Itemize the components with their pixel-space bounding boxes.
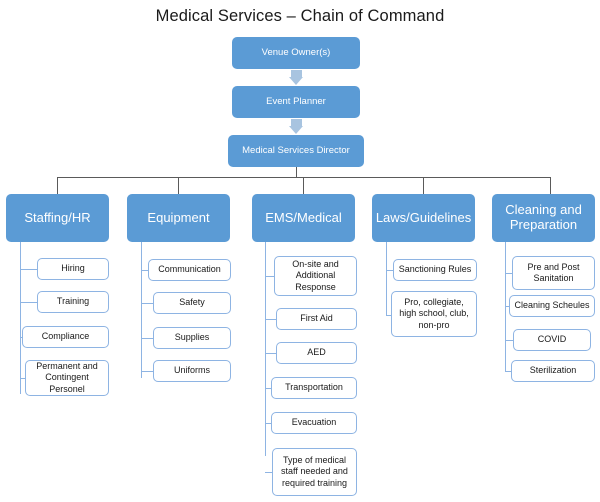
stub-5-3 bbox=[505, 340, 514, 341]
leaf-label: Communication bbox=[158, 264, 221, 275]
leaf-label: Hiring bbox=[61, 263, 85, 274]
leaf-pre-post-sanitation[interactable]: Pre and Post Sanitation bbox=[512, 256, 595, 290]
leaf-label: Permanent and Contingent Personel bbox=[36, 361, 98, 394]
stub-1-2 bbox=[20, 302, 37, 303]
node-label: Venue Owner(s) bbox=[261, 46, 331, 58]
leaf-label: Uniforms bbox=[173, 365, 210, 376]
dept-label: Cleaning and Preparation bbox=[505, 202, 582, 232]
stub-2-3 bbox=[141, 338, 155, 339]
leaf-label: Compliance bbox=[41, 331, 90, 342]
spine-col-1 bbox=[20, 242, 21, 394]
leaf-covid[interactable]: COVID bbox=[513, 329, 591, 351]
arrow-down-icon-1 bbox=[289, 77, 303, 85]
stub-3-1 bbox=[265, 276, 274, 277]
leaf-onsite-additional-response[interactable]: On-site and Additional Response bbox=[274, 256, 357, 296]
stub-3-4 bbox=[265, 388, 274, 389]
stub-3-5 bbox=[265, 423, 274, 424]
leaf-label: Pro, collegiate, high school, club, non-… bbox=[399, 297, 469, 330]
stub-2-4 bbox=[141, 371, 155, 372]
spine-col-3 bbox=[265, 242, 266, 456]
stub-3-3 bbox=[265, 353, 279, 354]
connector-drop-1 bbox=[57, 177, 58, 194]
leaf-label: Type of medical staff needed and require… bbox=[281, 455, 348, 488]
stub-5-2 bbox=[505, 306, 511, 307]
leaf-pro-collegiate-levels[interactable]: Pro, collegiate, high school, club, non-… bbox=[391, 291, 477, 337]
dept-header-equipment[interactable]: Equipment bbox=[127, 194, 230, 242]
leaf-label: Safety bbox=[179, 297, 205, 308]
stub-1-4 bbox=[20, 378, 25, 379]
leaf-cleaning-scheules[interactable]: Cleaning Scheules bbox=[509, 295, 595, 317]
connector-drop-4 bbox=[423, 177, 424, 194]
leaf-training[interactable]: Training bbox=[37, 291, 109, 313]
leaf-aed[interactable]: AED bbox=[276, 342, 357, 364]
leaf-sterilization[interactable]: Sterilization bbox=[511, 360, 595, 382]
arrow-down-icon-2 bbox=[289, 126, 303, 134]
leaf-label: COVID bbox=[537, 334, 567, 345]
dept-label: Staffing/HR bbox=[24, 209, 91, 225]
leaf-transportation[interactable]: Transportation bbox=[271, 377, 357, 399]
leaf-label: AED bbox=[307, 347, 326, 358]
leaf-label: Sterilization bbox=[529, 365, 577, 376]
leaf-label: First Aid bbox=[300, 313, 333, 324]
leaf-label: Training bbox=[56, 296, 90, 307]
dept-header-cleaning-preparation[interactable]: Cleaning and Preparation bbox=[492, 194, 595, 242]
leaf-safety[interactable]: Safety bbox=[153, 292, 231, 314]
stub-4-2 bbox=[386, 315, 395, 316]
stub-1-1 bbox=[20, 269, 37, 270]
leaf-communication[interactable]: Communication bbox=[148, 259, 231, 281]
dept-label: Laws/Guidelines bbox=[375, 209, 472, 225]
leaf-evacuation[interactable]: Evacuation bbox=[271, 412, 357, 434]
dept-label: Equipment bbox=[147, 209, 210, 225]
arrow-stem-1 bbox=[291, 70, 302, 78]
spine-col-4 bbox=[386, 242, 387, 316]
node-event-planner[interactable]: Event Planner bbox=[232, 86, 360, 118]
stub-3-2 bbox=[265, 319, 279, 320]
arrow-stem-2 bbox=[291, 119, 302, 127]
leaf-first-aid[interactable]: First Aid bbox=[276, 308, 357, 330]
leaf-type-of-medical-staff[interactable]: Type of medical staff needed and require… bbox=[272, 448, 357, 496]
stub-4-1 bbox=[386, 270, 395, 271]
leaf-supplies[interactable]: Supplies bbox=[153, 327, 231, 349]
leaf-label: Evacuation bbox=[291, 417, 337, 428]
leaf-compliance[interactable]: Compliance bbox=[22, 326, 109, 348]
leaf-uniforms[interactable]: Uniforms bbox=[153, 360, 231, 382]
node-venue-owners[interactable]: Venue Owner(s) bbox=[232, 37, 360, 69]
connector-bus bbox=[57, 177, 551, 178]
connector-drop-5 bbox=[550, 177, 551, 194]
leaf-permanent-contingent-personel[interactable]: Permanent and Contingent Personel bbox=[25, 360, 109, 396]
stub-5-4 bbox=[505, 371, 514, 372]
leaf-label: Cleaning Scheules bbox=[514, 300, 590, 311]
connector-drop-center bbox=[296, 167, 297, 178]
dept-header-staffing-hr[interactable]: Staffing/HR bbox=[6, 194, 109, 242]
connector-drop-2 bbox=[178, 177, 179, 194]
stub-3-6 bbox=[265, 472, 274, 473]
node-label: Medical Services Director bbox=[242, 144, 350, 156]
dept-header-laws-guidelines[interactable]: Laws/Guidelines bbox=[372, 194, 475, 242]
node-medical-services-director[interactable]: Medical Services Director bbox=[228, 135, 364, 167]
leaf-label: Pre and Post Sanitation bbox=[527, 261, 580, 283]
spine-col-2 bbox=[141, 242, 142, 378]
page-title: Medical Services – Chain of Command bbox=[155, 7, 445, 25]
dept-header-ems-medical[interactable]: EMS/Medical bbox=[252, 194, 355, 242]
connector-drop-3 bbox=[303, 177, 304, 194]
stub-5-1 bbox=[505, 273, 514, 274]
node-label: Event Planner bbox=[266, 95, 326, 107]
leaf-label: Sanctioning Rules bbox=[398, 264, 472, 275]
stub-2-2 bbox=[141, 303, 155, 304]
leaf-label: Transportation bbox=[285, 382, 343, 393]
leaf-label: On-site and Additional Response bbox=[292, 259, 339, 292]
leaf-label: Supplies bbox=[174, 332, 210, 343]
leaf-sanctioning-rules[interactable]: Sanctioning Rules bbox=[393, 259, 477, 281]
dept-label: EMS/Medical bbox=[265, 209, 342, 225]
leaf-hiring[interactable]: Hiring bbox=[37, 258, 109, 280]
